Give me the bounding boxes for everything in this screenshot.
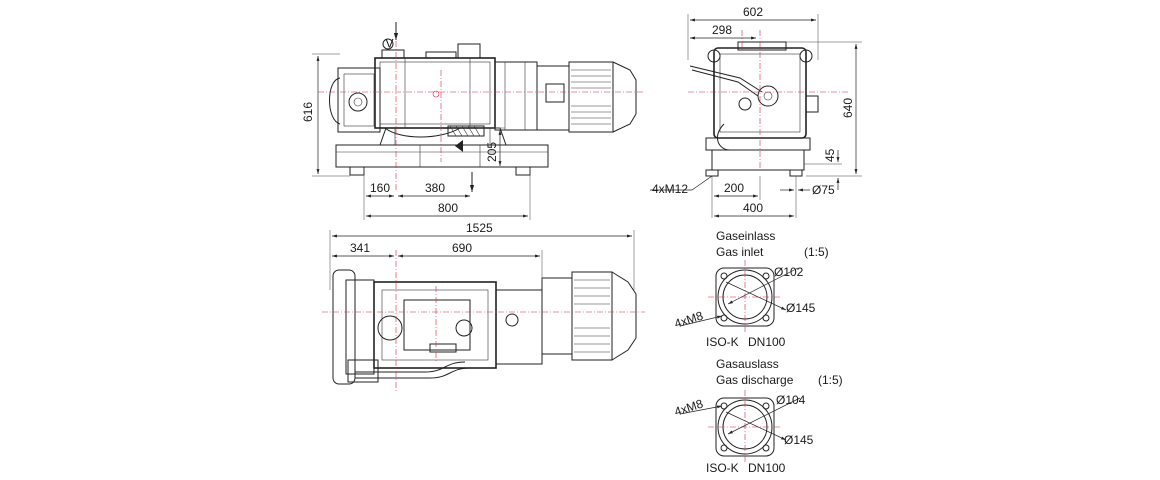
end-view: 602 298 640 45 200 400 Ø75 4xM12	[650, 5, 862, 218]
flow-marker: V	[386, 37, 394, 51]
inlet-size: DN100	[748, 335, 786, 349]
inlet-bolts: 4xM8	[673, 308, 706, 330]
dim-380: 380	[425, 181, 445, 195]
dim-length-1525: 1525	[466, 221, 493, 235]
inlet-inner-dia: Ø102	[774, 265, 804, 279]
discharge-size: DN100	[748, 461, 786, 475]
dim-width-602: 602	[743, 5, 763, 19]
dim-800: 800	[438, 201, 458, 215]
inlet-title-de: Gaseinlass	[716, 229, 775, 243]
inlet-title-en: Gas inlet	[716, 245, 764, 259]
motor-fins-top	[574, 279, 610, 353]
discharge-title-en: Gas discharge	[716, 373, 794, 387]
dim-45: 45	[823, 148, 837, 162]
dim-160: 160	[370, 181, 390, 195]
side-view: V 616 205 160 380 800	[301, 22, 645, 220]
discharge-bolts: 4xM8	[673, 396, 706, 418]
dim-690: 690	[452, 241, 472, 255]
discharge-standard: ISO-K	[706, 461, 739, 475]
inlet-outer-dia: Ø145	[786, 301, 816, 315]
top-view: 1525 341 690	[322, 221, 645, 392]
dim-200: 200	[724, 181, 744, 195]
dim-205: 205	[485, 142, 499, 162]
inlet-scale: (1:5)	[804, 245, 829, 259]
inlet-standard: ISO-K	[706, 335, 739, 349]
discharge-outer-dia: Ø145	[784, 433, 814, 447]
inlet-flange: Gaseinlass Gas inlet (1:5) Ø102 Ø145 4xM…	[673, 229, 829, 349]
dim-298: 298	[712, 23, 732, 37]
dim-height-616: 616	[301, 102, 315, 122]
bolts-m12: 4xM12	[652, 182, 688, 196]
discharge-inner-dia: Ø104	[776, 393, 806, 407]
discharge-scale: (1:5)	[818, 373, 843, 387]
motor-fins	[571, 69, 611, 125]
dim-400: 400	[743, 201, 763, 215]
discharge-flange: Gasauslass Gas discharge (1:5) Ø104 Ø145…	[673, 357, 843, 475]
dim-height-640: 640	[841, 98, 855, 118]
dim-foot-dia: Ø75	[812, 183, 835, 197]
dim-341: 341	[350, 241, 370, 255]
discharge-title-de: Gasauslass	[716, 357, 779, 371]
